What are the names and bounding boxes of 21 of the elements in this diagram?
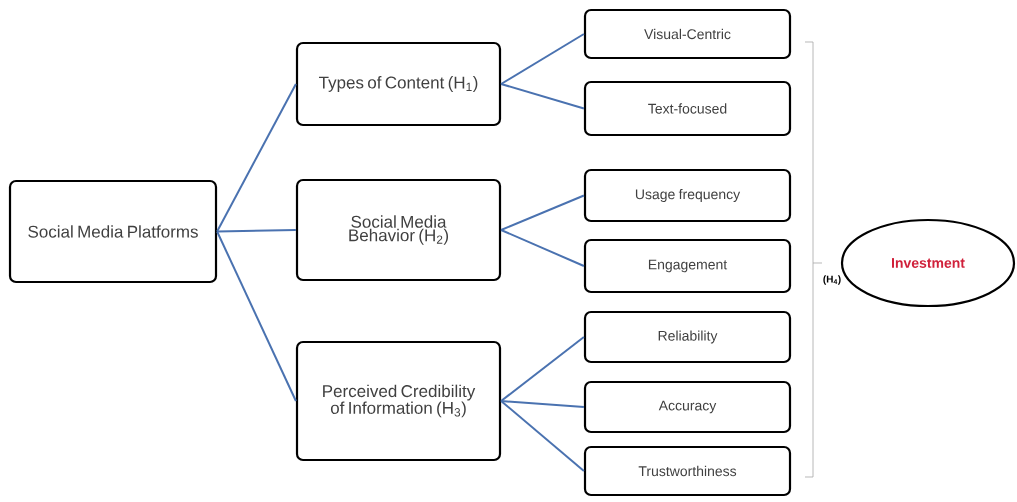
process-box: Accuracy	[583, 380, 792, 434]
process-box: Engagement	[583, 238, 792, 294]
process-box: Social Media Behavior (H$_{2}$)	[295, 178, 502, 282]
process-box: Perceived Credibility of Information (H$_{3}$)	[295, 340, 502, 462]
connector-line	[500, 83, 585, 110]
process-box: Usage frequency	[583, 168, 792, 223]
connector-line	[500, 194, 585, 231]
process-box: Text-focused	[583, 80, 792, 137]
connector-line	[216, 229, 297, 233]
connector-line	[216, 83, 297, 233]
connector-line	[500, 400, 585, 408]
connector-line	[500, 336, 585, 402]
process-box: Social Media Platforms	[8, 179, 218, 284]
connector-line	[500, 229, 585, 267]
process-box: Reliability	[583, 310, 792, 364]
connector-line	[216, 230, 297, 402]
connector-line	[500, 33, 585, 85]
process-box: Types of Content (H$_{1}$)	[295, 41, 502, 127]
process-box: Visual-Centric	[583, 8, 792, 60]
connector-line	[500, 400, 585, 472]
process-box: Trustworthiness	[583, 445, 792, 497]
